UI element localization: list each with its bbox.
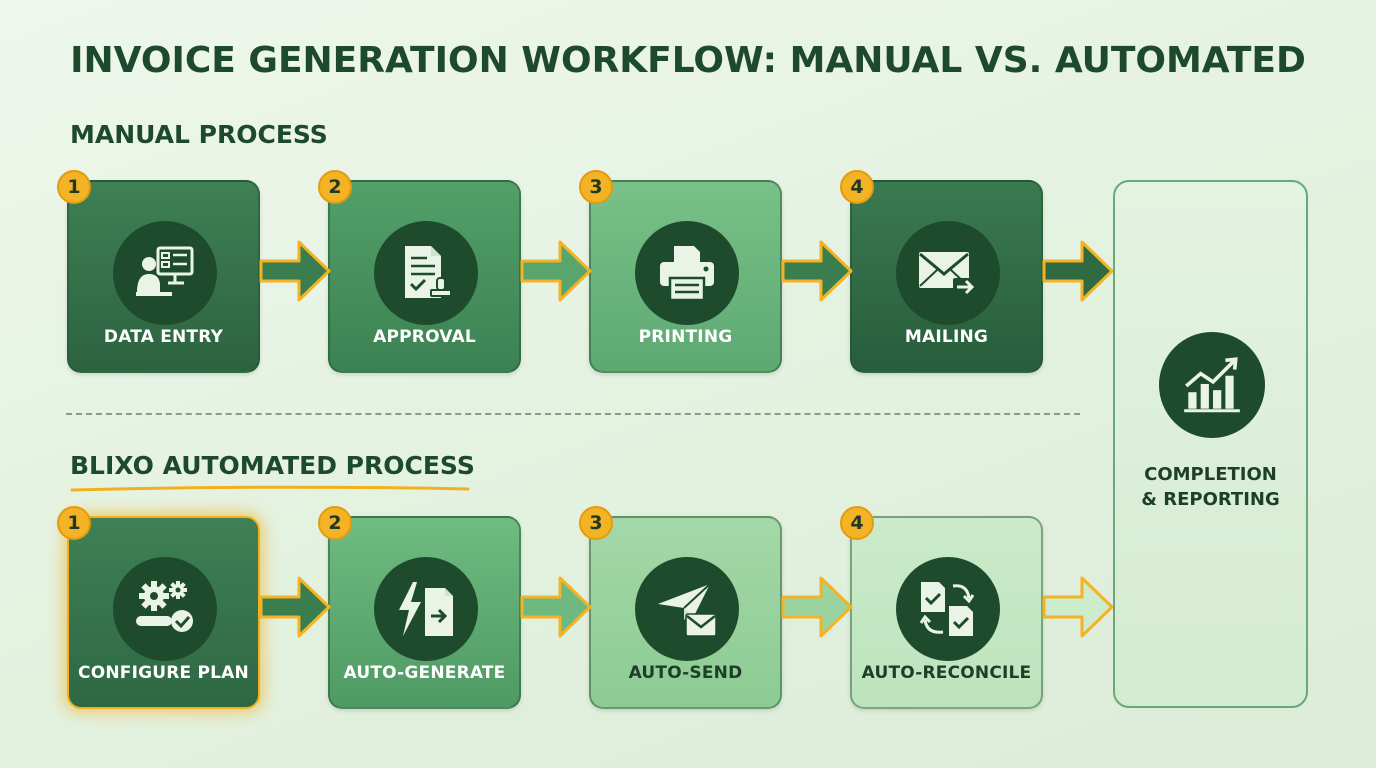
- section-divider: [66, 413, 1080, 415]
- step-label: APPROVAL: [373, 327, 476, 347]
- step-label: PRINTING: [638, 327, 733, 347]
- completion-label: COMPLETION & REPORTING: [1115, 462, 1306, 512]
- step-label: MAILING: [904, 327, 989, 347]
- step-number-badge: 4: [840, 170, 874, 204]
- printer-icon: [635, 221, 739, 325]
- step-label: AUTO-GENERATE: [343, 663, 506, 683]
- manual-step-mailing: MAILING: [850, 180, 1043, 373]
- auto-step-configure-plan: CONFIGURE PLAN: [67, 516, 260, 709]
- auto-step-auto-send: AUTO-SEND: [589, 516, 782, 709]
- flow-arrow: [781, 576, 853, 638]
- completion-label-line1: COMPLETION: [1144, 464, 1277, 485]
- page-title: INVOICE GENERATION WORKFLOW: MANUAL VS. …: [70, 40, 1306, 81]
- person-computer-icon: [113, 221, 217, 325]
- bar-chart-trend-icon: [1159, 332, 1265, 438]
- step-number-badge: 2: [318, 170, 352, 204]
- manual-step-printing: PRINTING: [589, 180, 782, 373]
- step-label: DATA ENTRY: [103, 327, 224, 347]
- step-number-badge: 1: [57, 506, 91, 540]
- step-number-badge: 1: [57, 170, 91, 204]
- step-number-badge: 3: [579, 506, 613, 540]
- step-label: CONFIGURE PLAN: [78, 663, 249, 683]
- flow-arrow: [520, 240, 592, 302]
- paper-plane-envelope-icon: [635, 557, 739, 661]
- highlight-underline: [70, 485, 470, 492]
- lightning-document-icon: [374, 557, 478, 661]
- flow-arrow: [520, 576, 592, 638]
- flow-arrow: [1042, 240, 1114, 302]
- flow-arrow: [259, 576, 331, 638]
- completion-label-line2: & REPORTING: [1141, 489, 1280, 510]
- envelope-send-icon: [896, 221, 1000, 325]
- step-number-badge: 4: [840, 506, 874, 540]
- gears-check-icon: [113, 557, 217, 661]
- step-number-badge: 2: [318, 506, 352, 540]
- manual-step-approval: APPROVAL: [328, 180, 521, 373]
- document-stamp-icon: [374, 221, 478, 325]
- flow-arrow: [1042, 576, 1114, 638]
- automated-process-label: BLIXO AUTOMATED PROCESS: [70, 451, 475, 480]
- step-label: AUTO-RECONCILE: [861, 663, 1032, 683]
- manual-step-data-entry: DATA ENTRY: [67, 180, 260, 373]
- completion-reporting-card: COMPLETION & REPORTING: [1113, 180, 1308, 708]
- auto-step-auto-reconcile: AUTO-RECONCILE: [850, 516, 1043, 709]
- step-number-badge: 3: [579, 170, 613, 204]
- flow-arrow: [781, 240, 853, 302]
- step-label: AUTO-SEND: [628, 663, 743, 683]
- documents-sync-icon: [896, 557, 1000, 661]
- manual-process-label: MANUAL PROCESS: [70, 120, 328, 149]
- flow-arrow: [259, 240, 331, 302]
- auto-step-auto-generate: AUTO-GENERATE: [328, 516, 521, 709]
